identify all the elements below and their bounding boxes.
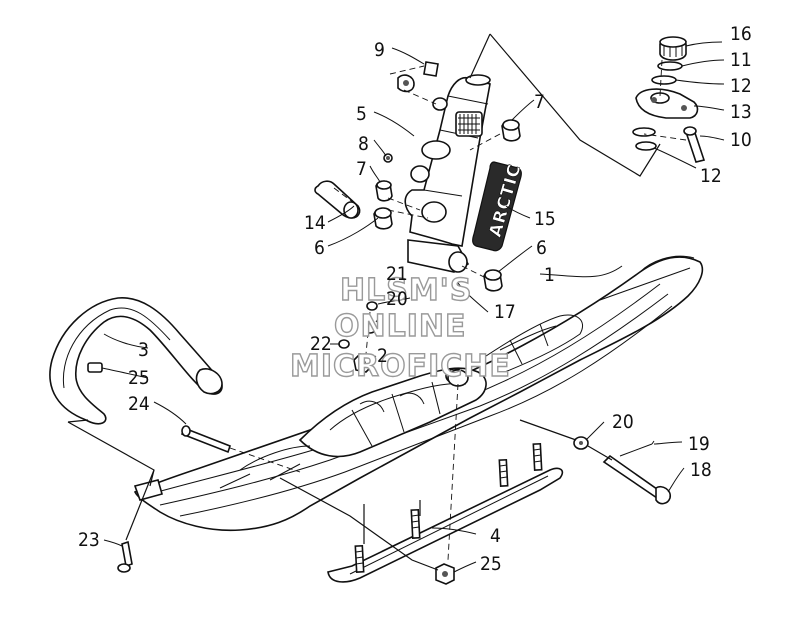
callout-22: 22	[310, 333, 332, 355]
callout-23: 23	[78, 529, 100, 551]
callout-6-right: 6	[536, 237, 547, 259]
ski-loop-handle	[49, 297, 223, 425]
callout-17: 17	[494, 301, 516, 323]
bolt-10	[683, 126, 706, 163]
steering-arm-13	[632, 88, 699, 137]
callout-19: 19	[688, 433, 710, 455]
callout-20-right: 20	[612, 411, 634, 433]
callout-5: 5	[356, 103, 367, 125]
spindle-decal: ARCTIC	[472, 161, 526, 252]
pin-14	[314, 180, 361, 219]
callout-1: 1	[544, 264, 555, 286]
watermark-line-3: MICROFICHE	[290, 349, 511, 384]
callout-6-left: 6	[314, 237, 325, 259]
bushing-7-left	[375, 180, 393, 202]
callout-14: 14	[304, 212, 326, 234]
callout-8: 8	[358, 133, 369, 155]
cotter-pin-19	[619, 440, 655, 457]
bushing-6-right	[483, 269, 503, 292]
washer-12-bottom	[635, 141, 657, 151]
screw-23	[117, 540, 133, 573]
assembly-lines	[67, 33, 687, 571]
callout-4: 4	[490, 525, 501, 547]
bushing-6-left	[373, 207, 393, 230]
watermark-line-2: ONLINE	[334, 309, 467, 344]
callout-9: 9	[374, 39, 385, 61]
callout-7-right: 7	[534, 91, 545, 113]
nut-2	[353, 353, 373, 373]
washer-9	[397, 61, 439, 93]
callout-15: 15	[534, 208, 556, 230]
callout-12-lower: 12	[700, 165, 722, 187]
leader-lines	[101, 41, 725, 573]
callout-2: 2	[377, 345, 388, 367]
nut-25	[435, 563, 455, 585]
callout-12-upper: 12	[730, 75, 752, 97]
callout-11: 11	[730, 49, 752, 71]
callout-13: 13	[730, 101, 752, 123]
callout-24: 24	[128, 393, 150, 415]
callout-3: 3	[138, 339, 149, 361]
watermark-line-1: HLSM'S	[340, 273, 472, 308]
callout-21: 21	[386, 263, 408, 285]
watermark: HLSM'S ONLINE MICROFICHE	[289, 272, 511, 384]
spindle	[404, 74, 491, 273]
callout-16: 16	[730, 23, 752, 45]
callout-25-upper: 25	[128, 367, 150, 389]
callout-25-lower: 25	[480, 553, 502, 575]
washer-20-right	[573, 436, 589, 450]
bushing-7-right	[501, 119, 521, 142]
callout-20-upper: 20	[386, 288, 408, 310]
bolt-18	[602, 454, 672, 505]
washer-12-top	[651, 75, 677, 85]
bolt-24	[181, 425, 231, 454]
callout-7-left: 7	[356, 158, 367, 180]
callout-18: 18	[690, 459, 712, 481]
washer-21	[366, 301, 378, 311]
wear-bar	[327, 442, 564, 583]
washer-20-upper	[363, 322, 377, 334]
cap-16	[659, 36, 687, 61]
callouts: 9 5 7 8 7 14 15 6 6 1 21 20 17 3 22 2 25…	[78, 23, 752, 575]
callout-10: 10	[730, 129, 752, 151]
